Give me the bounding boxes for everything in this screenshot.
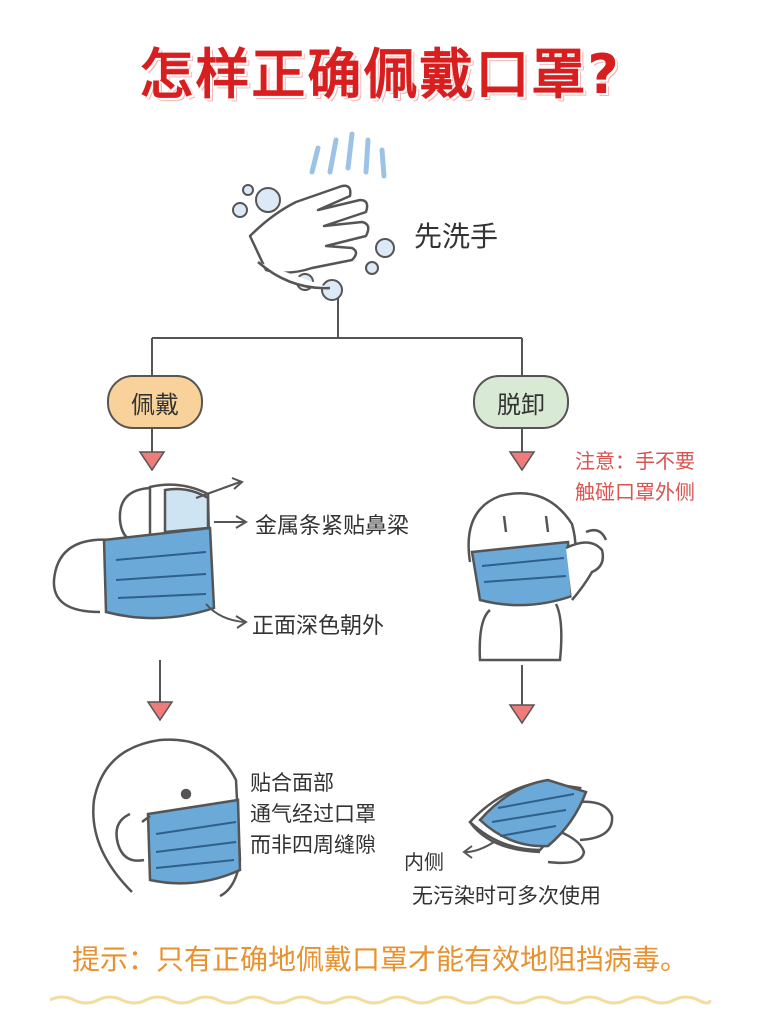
warning-line-2: 触碰口罩外侧: [575, 480, 695, 504]
bottom-tip: 提示：只有正确地佩戴口罩才能有效地阻挡病毒。: [71, 943, 688, 976]
fit-face-note: 贴合面部 通气经过口罩 而非四周缝隙: [250, 768, 376, 861]
remove-warning-note: 注意：手不要 触碰口罩外侧: [575, 446, 695, 508]
washing-hands-icon: [248, 184, 370, 290]
removed-mask-icon: [468, 778, 614, 865]
branch-wear-badge: 佩戴: [107, 375, 203, 429]
reuse-label: 无污染时可多次使用: [412, 884, 601, 908]
fit-line-1: 贴合面部: [250, 771, 334, 795]
branch-remove-badge: 脱卸: [473, 375, 569, 429]
page-title: 怎样正确佩戴口罩?: [139, 43, 621, 106]
branch-wear-label: 佩戴: [131, 390, 179, 419]
fit-line-3: 而非四周缝隙: [250, 833, 376, 857]
branch-remove-label: 脱卸: [497, 390, 545, 419]
front-side-label: 正面深色朝外: [252, 614, 385, 639]
flow-arrowheads: [138, 451, 536, 725]
step-wash-hands-label: 先洗手: [414, 220, 499, 253]
fit-line-2: 通气经过口罩: [250, 802, 376, 826]
inner-side-label: 内侧: [404, 850, 444, 874]
water-spray-icon: [309, 131, 387, 179]
person-removing-mask-icon: [467, 492, 608, 662]
flow-connectors: [151, 298, 523, 705]
mask-front-icon: [52, 483, 216, 620]
warning-line-1: 注意：手不要: [575, 449, 695, 473]
pointer-arrows: [195, 477, 248, 629]
inner-pointer-arrow: [462, 841, 495, 859]
bottom-wave-decoration: [49, 995, 712, 1005]
face-wearing-mask-icon: [92, 738, 242, 898]
metal-strip-label: 金属条紧贴鼻梁: [255, 514, 410, 539]
